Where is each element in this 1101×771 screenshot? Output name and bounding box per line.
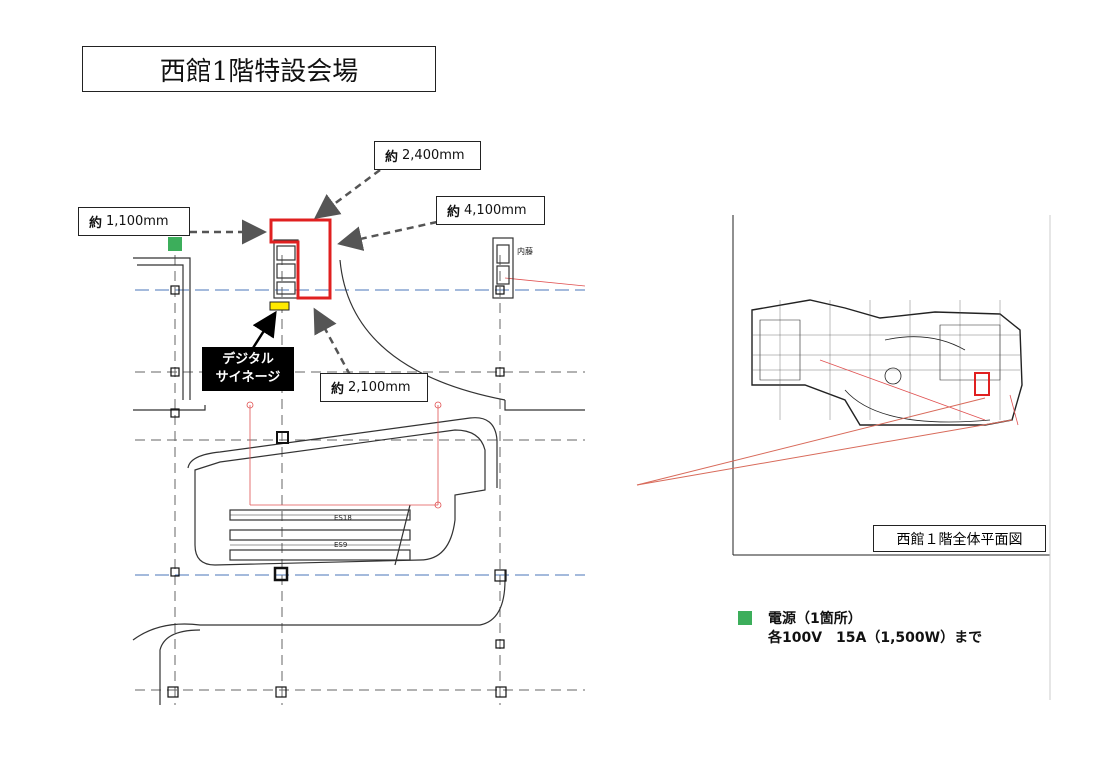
dimension-top-value: 2,400mm [402,148,465,163]
escalator-label-2: ES9 [334,541,347,549]
arrow-right [337,220,438,251]
escalator-label-1: ES18 [334,514,352,522]
dimension-left-prefix: 約 [89,216,103,231]
overview-caption: 西館１階全体平面図 [873,525,1046,552]
booth-area-outline [269,218,332,300]
legend-line-1: 電源（1箇所） [768,611,862,627]
legend-line-2: 各100V 15A（1,500W）まで [768,630,983,646]
signage-line-2: サイネージ [215,370,281,385]
dimension-bottom-prefix: 約 [331,382,345,397]
power-swatch-icon [738,611,752,625]
page-title: 西館1階特設会場 [82,46,436,92]
power-outlet-marker [168,237,182,251]
dimension-right-value: 4,100mm [464,203,527,218]
signage-marker [269,301,290,311]
dimension-top-prefix: 約 [385,150,399,165]
dimension-bottom-value: 2,100mm [348,380,411,395]
arrow-bottom [313,307,352,376]
overview-plan [732,215,1051,700]
inner-label: 内藤 [517,246,533,256]
left-floor-plan [132,237,586,705]
dimension-right-prefix: 約 [447,205,461,220]
signage-line-1: デジタル [222,352,274,367]
arrow-top [313,168,381,219]
arrow-signage [251,310,277,349]
power-legend: 電源（1箇所） 各100V 15A（1,500W）まで [738,610,982,648]
dimension-left-value: 1,100mm [106,214,169,229]
digital-signage-label: デジタル サイネージ [202,347,294,391]
